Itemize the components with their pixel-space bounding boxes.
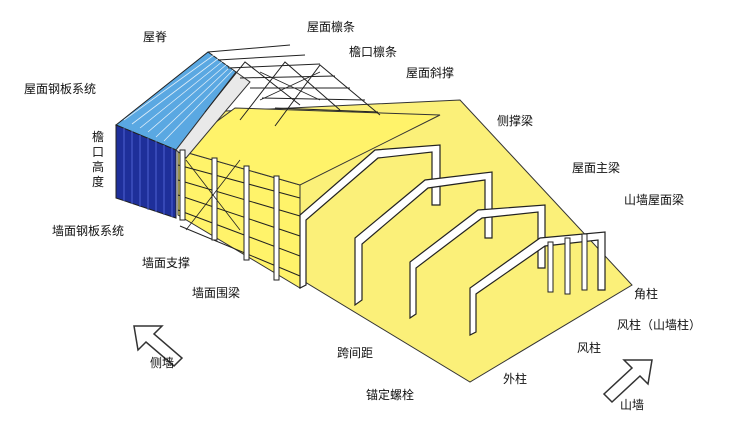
gable-columns — [547, 233, 588, 295]
label-wall-girt: 墙面围梁 — [192, 286, 241, 300]
arrow-up-right-icon — [602, 359, 653, 404]
label-corner-column: 角柱 — [634, 287, 659, 301]
label-anchor-bolt: 锚定螺栓 — [366, 388, 415, 402]
label-outer-column: 外柱 — [503, 372, 528, 386]
label-wind-column: 风柱 — [577, 341, 602, 355]
label-gable-wall: 山墙 — [620, 398, 645, 412]
label-roof-purlin: 屋面檩条 — [307, 20, 356, 34]
main-frames — [299, 144, 606, 336]
rafters — [204, 61, 381, 127]
arrow-up-left-icon — [133, 325, 184, 368]
label-roof-panel-system: 屋面钢板系统 — [24, 82, 97, 96]
label-wall-panel-system: 墙面钢板系统 — [52, 224, 125, 238]
wall-girts — [177, 164, 301, 277]
label-side-strut: 侧撑梁 — [497, 114, 534, 128]
bracing — [185, 71, 321, 231]
label-eave-height: 檐口高度 — [91, 130, 104, 189]
label-wall-bracing: 墙面支撑 — [142, 256, 191, 270]
side-columns — [179, 149, 280, 281]
label-wind-column-gable: 风柱（山墙柱） — [617, 318, 702, 332]
roof-purlins — [207, 44, 379, 113]
label-ridge: 屋脊 — [143, 30, 168, 44]
label-span: 跨间距 — [337, 346, 374, 360]
label-roof-main-beam: 屋面主梁 — [572, 161, 621, 175]
label-roof-bracing: 屋面斜撑 — [406, 66, 455, 80]
label-gable-roof-beam: 山墙屋面梁 — [624, 193, 685, 207]
label-side-wall: 侧墙 — [150, 356, 175, 370]
label-eave-purlin: 檐口檩条 — [349, 45, 398, 59]
